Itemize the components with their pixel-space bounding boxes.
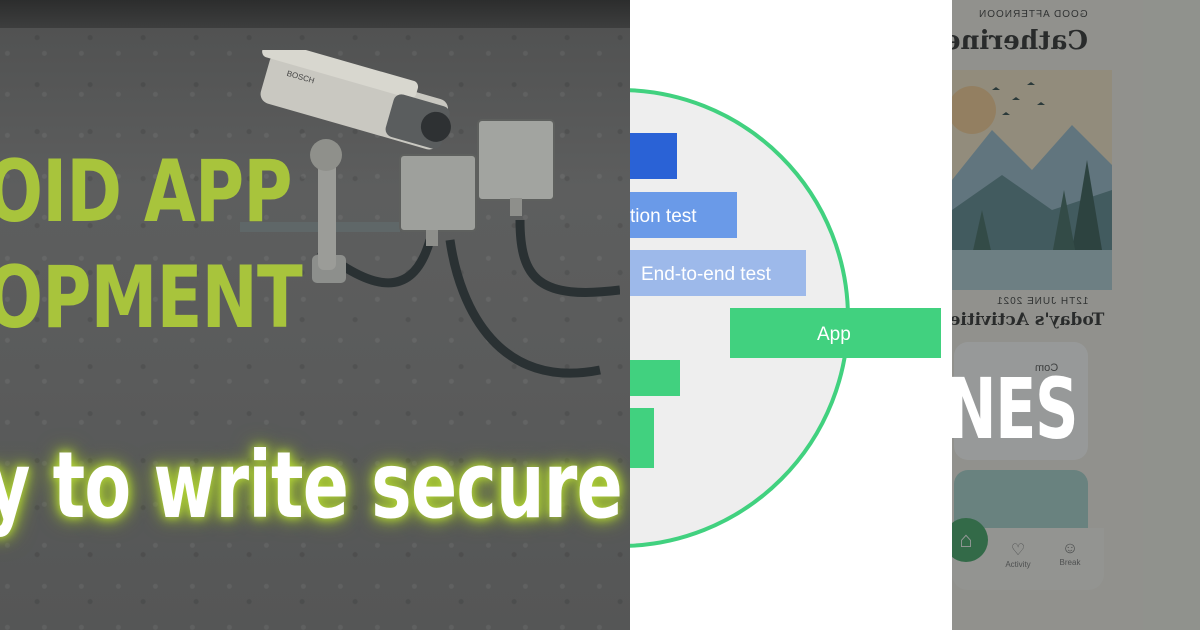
e2e-test-label: End-to-end test: [641, 264, 772, 285]
activity-date: 12TH JUNE 2021: [995, 296, 1088, 307]
integration-test-label: tion test: [630, 206, 697, 227]
greeting-text: GOOD AFTERNOON: [978, 9, 1088, 20]
article-title-line-1: OID APP: [0, 142, 293, 242]
tab-activity[interactable]: ♡ Activity: [998, 540, 1038, 569]
meditation-app-panel: GOOD AFTERNOON Catherine 12TH JUNE 2021 …: [952, 0, 1200, 630]
integration-test-bar: [630, 192, 737, 238]
heart-pulse-icon: ♡: [1010, 542, 1026, 559]
app-bar: [730, 308, 941, 358]
bottom-tab-bar: ⌂ ♡ Activity ☺ Break: [952, 518, 1104, 590]
wall-top-band: [0, 0, 630, 28]
security-camera-image: BOSCH: [240, 50, 620, 378]
landscape-illustration: [952, 70, 1112, 290]
security-thumbnail-panel: BOSCH OID APP OPMENT y to write secure c…: [0, 0, 630, 630]
e2e-test-bar: [630, 250, 806, 296]
article-subtitle: y to write secure co: [0, 432, 630, 539]
meditation-icon: ☺: [1061, 540, 1079, 557]
activities-heading: Today's Activities: [952, 310, 1104, 330]
tab-activity-label: Activity: [1005, 560, 1031, 569]
user-name: Catherine: [952, 26, 1088, 56]
unit-test-bar: [630, 133, 677, 179]
testing-pyramid-panel: tion test End-to-end test App: [630, 0, 952, 630]
app-bar-label: App: [817, 324, 851, 345]
green-block-1: [630, 360, 680, 396]
overlay-headline: NES: [952, 360, 1079, 458]
home-icon[interactable]: ⌂: [952, 518, 988, 562]
tab-break-label: Break: [1059, 558, 1081, 567]
green-block-2: [630, 408, 654, 468]
tab-break[interactable]: ☺ Break: [1050, 540, 1090, 567]
article-title-line-2: OPMENT: [0, 248, 303, 348]
testing-pyramid-diagram: tion test End-to-end test App: [630, 88, 941, 548]
